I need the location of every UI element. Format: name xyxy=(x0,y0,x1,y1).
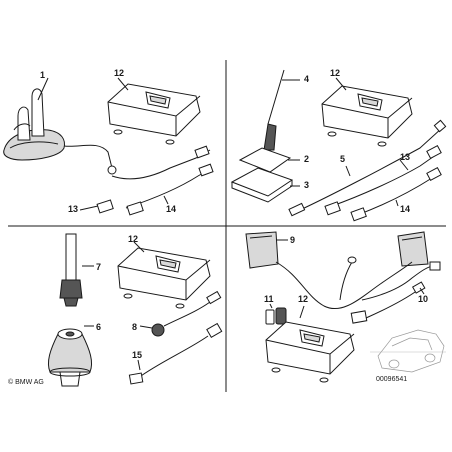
q4-group xyxy=(245,231,446,383)
window-antenna-right xyxy=(397,231,429,267)
cable-14 xyxy=(125,167,213,209)
harness-plug xyxy=(347,256,357,264)
callout-2: 2 xyxy=(304,154,309,164)
connector-14-q2-a xyxy=(426,166,442,182)
leader-line-1 xyxy=(37,77,49,101)
callout-11: 11 xyxy=(264,294,274,304)
harness-branch xyxy=(339,261,353,301)
leader-line-8 xyxy=(139,325,153,329)
antenna-cable-q1 xyxy=(63,144,113,169)
connector-10-c xyxy=(411,281,426,294)
callout-9: 9 xyxy=(290,235,295,245)
leader-line-12-q1 xyxy=(117,77,129,91)
harness-right xyxy=(361,265,435,301)
antenna-base xyxy=(47,328,93,387)
connector-15-b xyxy=(128,372,144,385)
adapter-cable-13-q2 xyxy=(331,151,441,207)
window-antenna-left xyxy=(245,231,279,269)
control-unit-q1 xyxy=(107,83,201,145)
connector-14-q2-b xyxy=(350,207,367,222)
connector-13-a xyxy=(194,145,210,159)
callout-3: 3 xyxy=(304,180,309,190)
callout-13-q1: 13 xyxy=(68,204,78,214)
callout-6: 6 xyxy=(96,322,101,332)
callout-14-q2: 14 xyxy=(400,204,410,214)
callout-14-q1: 14 xyxy=(166,204,176,214)
callout-13-q2: 13 xyxy=(400,152,410,162)
connector-14-b xyxy=(126,201,144,216)
leader-line-10 xyxy=(419,287,425,295)
cable-ring-terminal xyxy=(107,165,117,175)
adapter-cable-13 xyxy=(111,149,211,180)
filter-11 xyxy=(265,307,287,325)
rod-antenna-mast xyxy=(59,233,83,307)
coax-connector-8 xyxy=(151,290,222,337)
control-unit-q2 xyxy=(321,85,413,147)
antenna-harness xyxy=(275,261,413,310)
q2-group xyxy=(230,69,447,222)
antenna-cable-5 xyxy=(299,127,443,211)
callout-12-q1: 12 xyxy=(114,68,124,78)
q3-group xyxy=(47,233,223,387)
roof-antenna-base xyxy=(3,88,65,161)
leader-line-5 xyxy=(345,165,351,177)
leader-line-14-q2 xyxy=(395,199,399,207)
leader-line-12-q4 xyxy=(299,305,305,319)
leader-line-13-q2 xyxy=(399,159,409,171)
connector-10-a xyxy=(429,261,441,271)
connector-13-b xyxy=(96,199,114,214)
callout-7: 7 xyxy=(96,262,101,272)
leader-line-13-q1 xyxy=(79,205,99,211)
connector-13-q2-b xyxy=(324,201,341,216)
connector-5-a xyxy=(288,202,306,217)
callout-10: 10 xyxy=(418,294,428,304)
connector-13-q2-a xyxy=(426,144,442,160)
connector-14-a xyxy=(198,163,214,177)
cable-10 xyxy=(365,289,419,319)
callout-5: 5 xyxy=(340,154,345,164)
cable-14-q2 xyxy=(359,177,433,215)
callout-4: 4 xyxy=(304,74,309,84)
callout-8: 8 xyxy=(132,322,137,332)
leader-line-12-q2 xyxy=(335,77,347,91)
callout-15: 15 xyxy=(132,350,142,360)
leader-line-15 xyxy=(137,359,141,371)
rod-antenna xyxy=(238,69,292,173)
callout-12-q4: 12 xyxy=(298,294,308,304)
control-unit-q4 xyxy=(265,321,355,383)
copyright-label: © BMW AG xyxy=(8,378,44,386)
callout-1: 1 xyxy=(40,70,45,80)
cable-15 xyxy=(137,335,209,379)
connector-5-b xyxy=(433,119,447,133)
callout-12-q2: 12 xyxy=(330,68,340,78)
leader-line-12-q3 xyxy=(133,241,145,253)
connector-15-a xyxy=(206,322,223,339)
q1-group xyxy=(3,77,214,216)
drawing-number: 00096541 xyxy=(376,376,407,383)
callout-12-q3: 12 xyxy=(128,234,138,244)
car-locator-inset xyxy=(370,329,446,373)
control-unit-q3 xyxy=(117,247,211,309)
leader-line-11 xyxy=(269,303,273,309)
connector-10-b xyxy=(350,310,368,324)
leader-line-14-q1 xyxy=(163,195,169,205)
